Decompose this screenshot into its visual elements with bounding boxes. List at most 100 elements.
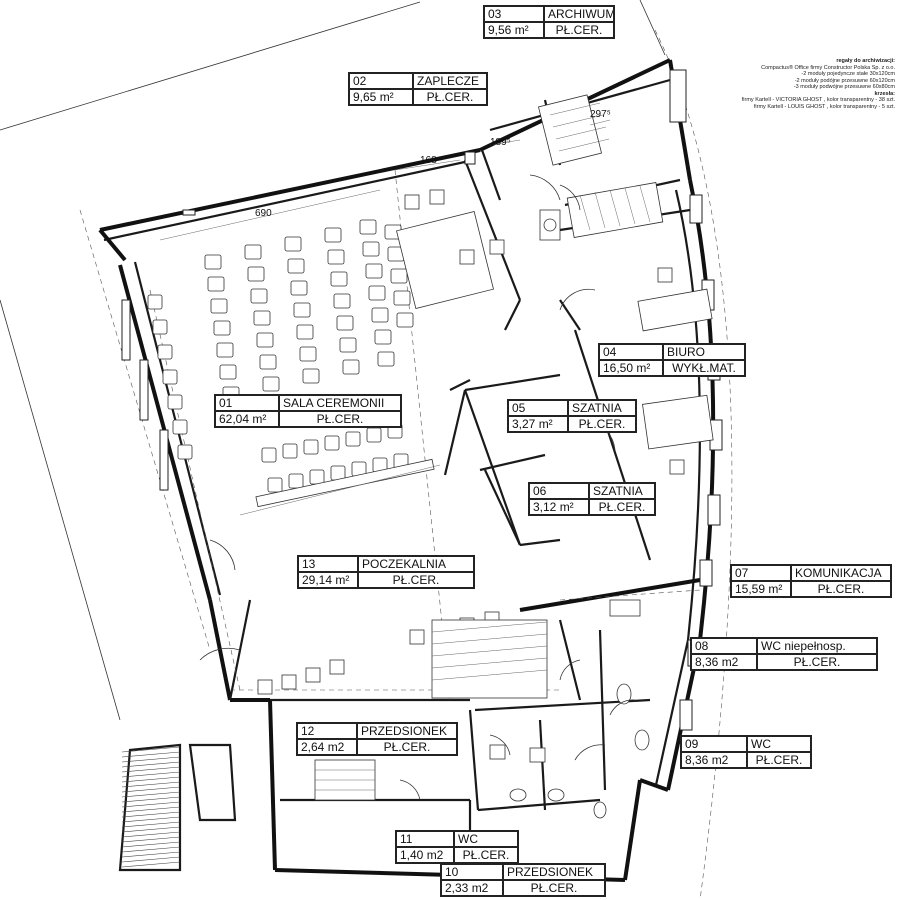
- chair: [324, 227, 342, 243]
- chair: [261, 447, 277, 463]
- notes-line: -2 moduły pojedyncze stałe 30x120cm: [801, 71, 895, 77]
- ramp-hatch-line: [121, 771, 181, 778]
- ramp-hatch-line: [121, 756, 181, 763]
- chair: [213, 320, 231, 336]
- ramp-hatch-line: [121, 861, 181, 868]
- chair: [204, 254, 222, 270]
- ramp-hatch-line: [121, 781, 181, 788]
- chair: [293, 302, 311, 318]
- chair: [309, 469, 325, 485]
- ramp-hatch-line: [121, 766, 181, 773]
- ramp-hatch-line: [121, 841, 181, 848]
- notes-line: -2 moduły podójne przesuwne 60x120cm: [794, 77, 895, 84]
- entrance-ramp: [118, 743, 237, 872]
- ramp-hatch-line: [121, 831, 181, 838]
- chair: [167, 394, 183, 410]
- ramp-hatch-line: [121, 856, 181, 863]
- chair: [366, 427, 382, 443]
- dimension-lines: 690 168 189⁵ 297⁵: [159, 109, 611, 241]
- chair: [336, 315, 354, 331]
- chair: [147, 294, 163, 310]
- chair: [330, 465, 346, 481]
- office-furniture: [396, 189, 714, 475]
- chair: [296, 324, 314, 340]
- spec-notes: regały do archiwizacji: Compactus® Offic…: [735, 58, 895, 110]
- chair: [216, 342, 234, 358]
- chair: [290, 280, 308, 296]
- notes-line: firmy Kartell - LOUIS GHOST , kolor tran…: [753, 103, 895, 110]
- ramp-hatch-line: [121, 776, 181, 783]
- ramp-hatch-line: [121, 761, 181, 768]
- ramp-hatch-line: [121, 826, 181, 833]
- chair: [365, 263, 383, 279]
- chair: [345, 431, 361, 447]
- chair: [339, 337, 357, 353]
- chair: [210, 298, 228, 314]
- ramp-hatch-line: [121, 836, 181, 843]
- chair: [377, 351, 395, 367]
- site-boundary: [0, 0, 733, 900]
- dim-690: 690: [255, 208, 272, 219]
- chair: [390, 268, 408, 284]
- chair: [324, 435, 340, 451]
- chair: [267, 477, 283, 493]
- chair: [219, 364, 237, 380]
- notes-line: -3 moduły podwójne przesuwne 60x80cm: [793, 84, 895, 90]
- notes-title: regały do archiwizacji:: [836, 58, 895, 64]
- dim-297: 297⁵: [590, 109, 611, 120]
- chair: [327, 249, 345, 265]
- chair: [157, 344, 173, 360]
- ramp-hatch-line: [121, 751, 181, 758]
- chair: [374, 329, 392, 345]
- chair: [177, 444, 193, 460]
- archive-shelves: [538, 94, 664, 238]
- dashed-guides: [149, 169, 701, 701]
- chair: [172, 419, 188, 435]
- ramp-hatch-line: [121, 846, 181, 853]
- dim-189: 189⁵: [490, 137, 511, 148]
- chair: [256, 332, 274, 348]
- notes-line: Compactus® Office firmy Constructor Pols…: [761, 64, 895, 71]
- stairs: [314, 619, 548, 801]
- chair: [253, 310, 271, 326]
- chair: [359, 219, 377, 235]
- chair: [333, 293, 351, 309]
- ceremony-table: [239, 458, 441, 516]
- ramp-hatch-line: [121, 746, 181, 753]
- chair: [262, 376, 280, 392]
- ramp-hatch-line: [121, 791, 181, 798]
- chair: [368, 285, 386, 301]
- chair: [287, 258, 305, 274]
- chair: [247, 266, 265, 282]
- notes-chairs-title: krzesła:: [874, 90, 896, 97]
- chair: [299, 346, 317, 362]
- ramp-hatch-line: [121, 806, 181, 813]
- chair: [330, 271, 348, 287]
- chair: [162, 369, 178, 385]
- chair: [282, 443, 298, 459]
- chair: [393, 290, 411, 306]
- chair: [396, 312, 414, 328]
- ramp-hatch-line: [121, 821, 181, 828]
- chair: [371, 307, 389, 323]
- chair: [288, 473, 304, 489]
- ramp-hatch-line: [121, 811, 181, 818]
- ramp-hatch-line: [121, 816, 181, 823]
- chair: [303, 439, 319, 455]
- chair: [207, 276, 225, 292]
- notes-line: firmy Kartell - VICTORIA GHOST , kolor t…: [741, 97, 895, 103]
- chair: [259, 354, 277, 370]
- ceremony-chairs: [147, 219, 414, 493]
- ramp-hatch-line: [121, 786, 181, 793]
